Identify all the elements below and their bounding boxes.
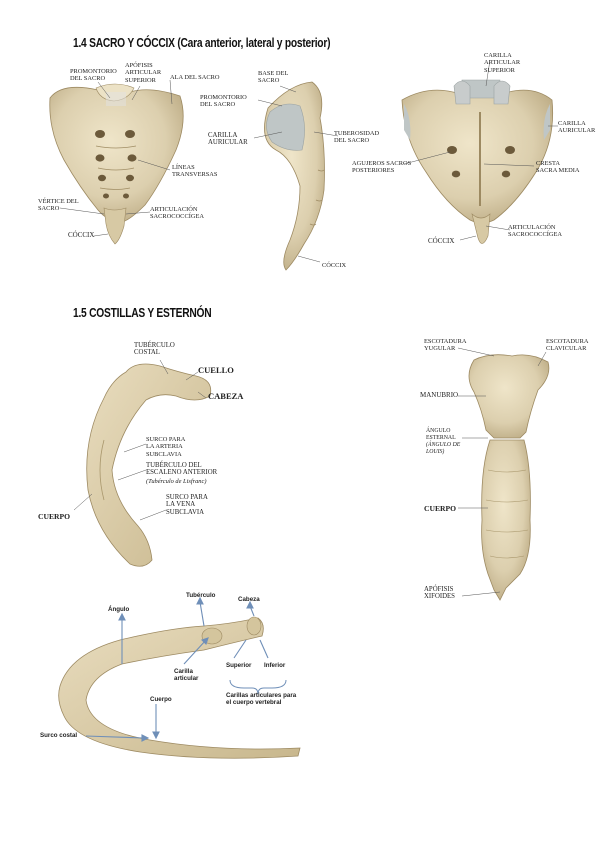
label-articulacion-posterior: ARTICULACIÓN SACROCOCCÍGEA [508,224,562,239]
label-angulo-rib: Ángulo [108,606,129,613]
label-base-sacro: BASE DEL SACRO [258,70,288,85]
label-lineas-transversas: LÍNEAS TRANSVERSAS [172,164,217,179]
label-surco-costal: Surco costal [40,732,77,739]
label-carilla-auricular-posterior: CARILLA AURICULAR [558,120,595,135]
label-ala-sacro: ALA DEL SACRO [170,74,219,81]
label-tuberculo-rib: Tubérculo [186,592,215,599]
label-inferior: Inferior [264,662,285,669]
label-tuberculo-escaleno: TUBÉRCULO DEL ESCALENO ANTERIOR [146,462,217,477]
label-superior: Superior [226,662,251,669]
label-coccix-lateral: CÓCCIX [322,262,346,269]
label-vertice-sacro: VÉRTICE DEL SACRO [38,198,79,213]
label-promontorio-lateral: PROMONTORIO DEL SACRO [200,94,247,109]
label-surco-arteria: SURCO PARA LA ARTERIA SUBCLAVIA [146,436,185,458]
label-carillas-articulares: Carillas articulares para el cuerpo vert… [226,692,296,707]
label-angulo-louis: (ÁNGULO DE LOUIS) [426,442,460,457]
label-cabeza: CABEZA [208,392,243,401]
label-carilla-articular: Carilla articular [174,668,198,683]
sacrum-posterior-view [402,80,553,244]
label-escotadura-yugular: ESCOTADURA YUGULAR [424,338,466,353]
label-cabeza-rib: Cabeza [238,596,260,603]
label-agujeros-sacros: AGUJEROS SACROS POSTERIORES [352,160,411,175]
label-carilla-articular-superior: CARILLA ARTICULAR SUPERIOR [484,52,520,74]
label-angulo-esternal: ÁNGULO ESTERNAL [426,428,456,443]
label-surco-vena: SURCO PARA LA VENA SUBCLAVIA [166,494,208,516]
label-apofisis-xifoides: APÓFISIS XIFOIDES [424,586,455,601]
label-cresta-sacra: CRESTA SACRA MEDIA [536,160,580,175]
label-cuerpo-rib: CUERPO [38,512,70,521]
label-cuerpo-esternon: CUERPO [424,504,456,513]
label-apofisis-articular: APÓFISIS ARTICULAR SUPERIOR [125,62,161,84]
sternum-view [469,355,549,600]
label-coccix-posterior: CÓCCIX [428,238,454,245]
label-lisfranc: (Tubérculo de Lisfranc) [146,478,206,485]
label-promontorio-anterior: PROMONTORIO DEL SACRO [70,68,117,83]
label-articulacion-anterior: ARTICULACIÓN SACROCOCCÍGEA [150,206,204,221]
label-manubrio: MANUBRIO [420,392,458,399]
label-cuello: CUELLO [198,366,234,375]
label-cuerpo-typical: Cuerpo [150,696,172,703]
label-carilla-auricular-lateral: CARILLA AURICULAR [208,132,248,147]
label-coccix-anterior: CÓCCIX [68,232,94,239]
label-escotadura-clavicular: ESCOTADURA CLAVICULAR [546,338,588,353]
label-tuberosidad: TUBEROSIDAD DEL SACRO [334,130,379,145]
label-tuberculo-costal: TUBÉRCULO COSTAL [134,342,175,357]
sacrum-lateral-view [264,82,324,270]
